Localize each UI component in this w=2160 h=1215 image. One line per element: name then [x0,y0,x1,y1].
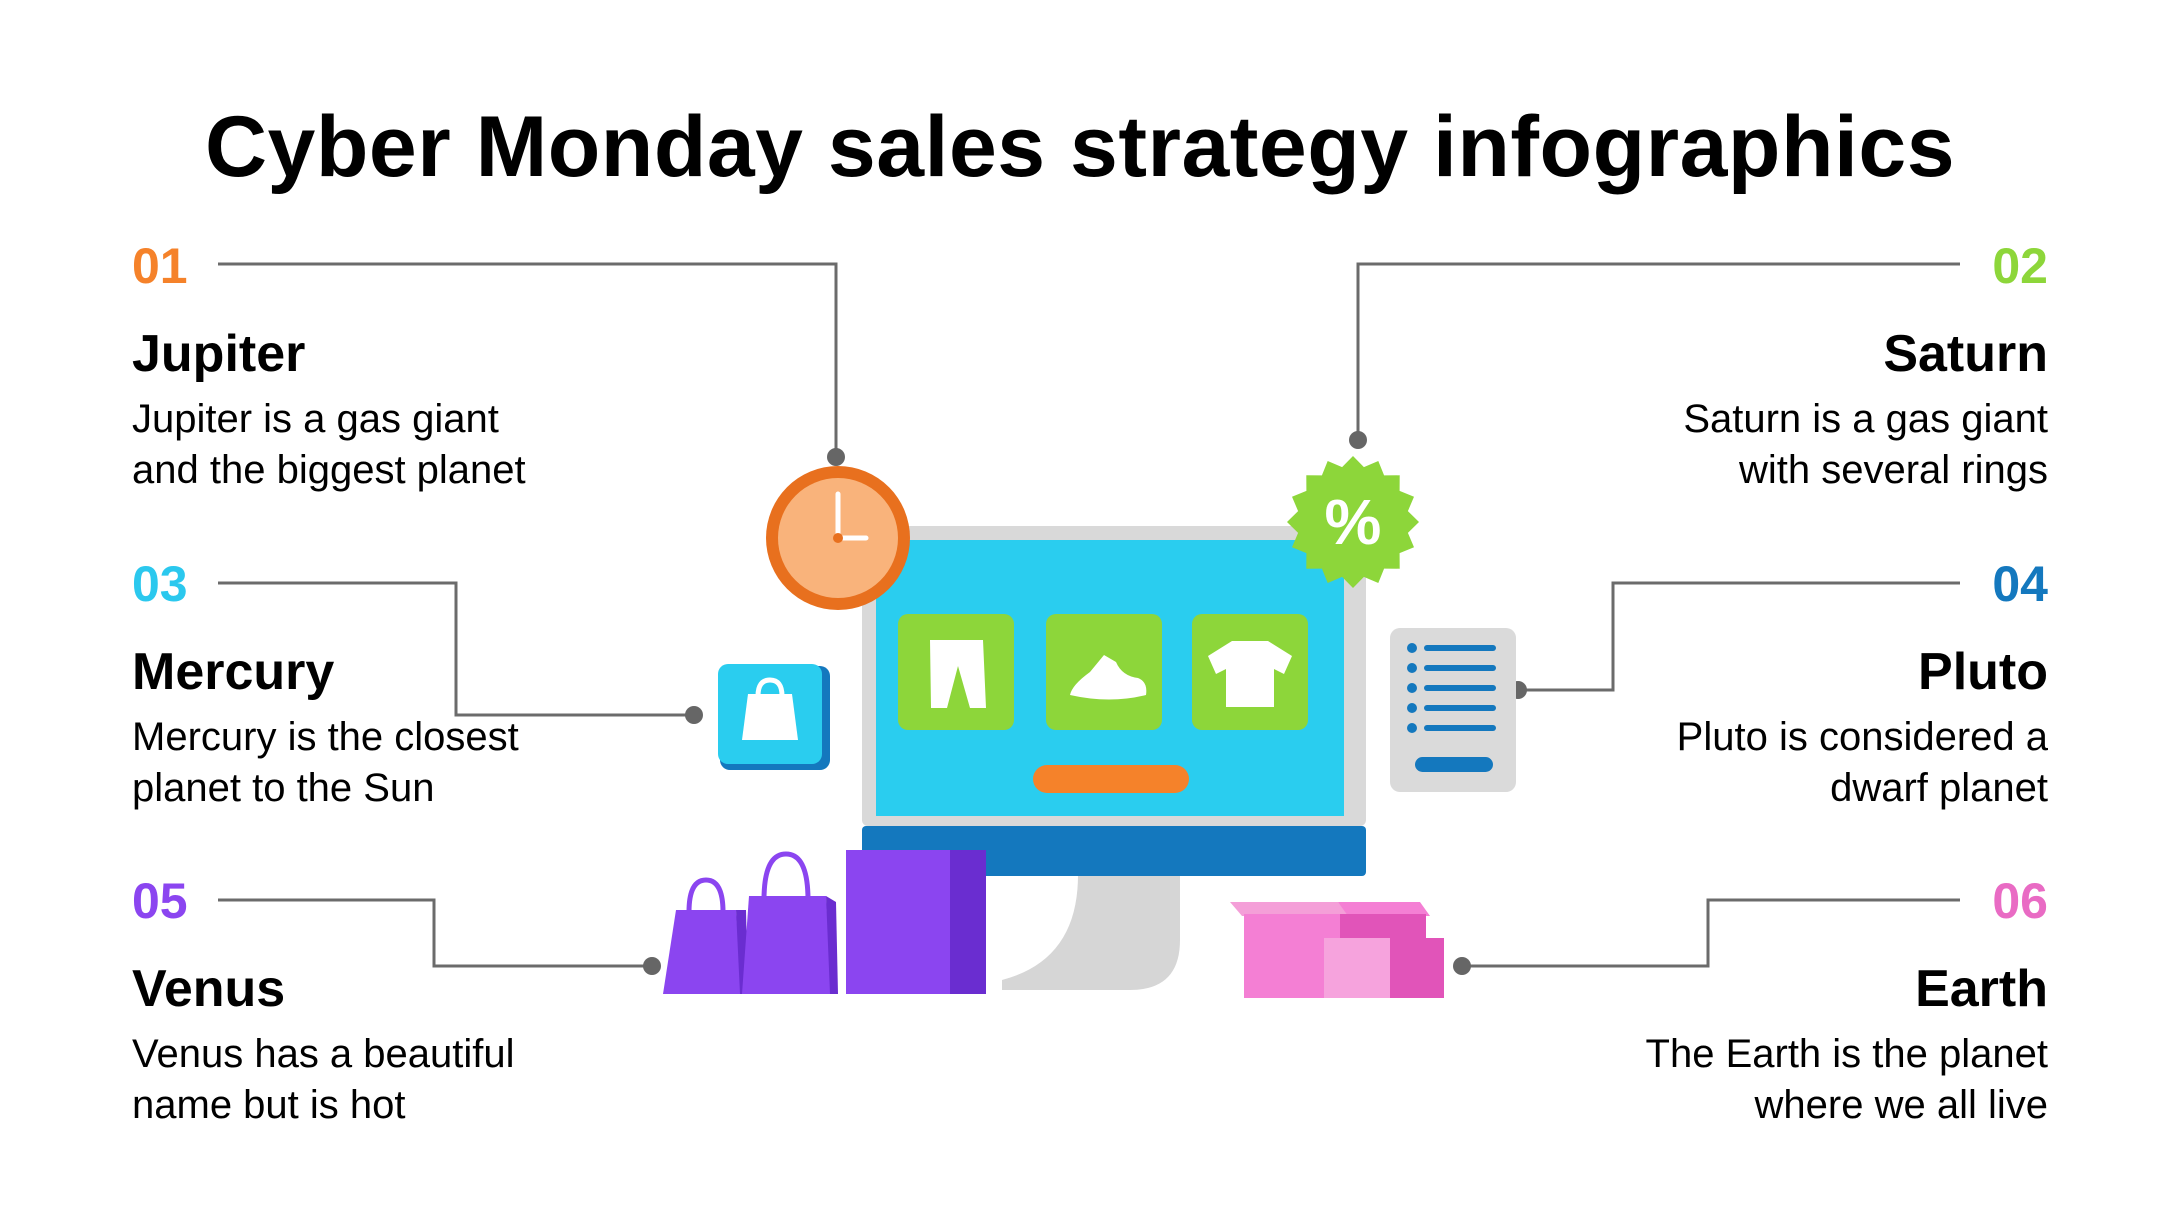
item-number: 01 [132,238,188,294]
item-heading: Mercury [132,643,335,701]
connector-lines [218,262,1960,968]
item-description: Jupiter is a gas giant and the biggest p… [132,394,652,496]
buy-button-shape [1033,765,1189,793]
shopping-bag-icon [718,664,830,770]
item-description: Mercury is the closest planet to the Sun [132,712,652,814]
item-saturn: 02 Saturn Saturn is a gas giant with sev… [1528,236,2048,496]
item-earth: 06 Earth The Earth is the planet where w… [1528,871,2048,1131]
monitor-base-bar [862,826,1366,876]
item-heading: Pluto [1918,643,2048,701]
connector-dot [685,706,703,724]
page-title: Cyber Monday sales strategy infographics [204,99,1956,195]
item-description-line: Jupiter is a gas giant [132,397,499,441]
shoe-icon [1070,655,1147,700]
connector-dot [1453,957,1471,975]
item-description: Pluto is considered a dwarf planet [1528,712,2048,814]
item-heading: Saturn [1883,325,2048,383]
item-number: 03 [132,556,188,612]
item-venus: 05 Venus Venus has a beautiful name but … [132,871,652,1131]
item-number: 04 [1992,556,2048,612]
pants-icon [930,640,986,708]
monitor-icon [862,526,1366,990]
item-description: The Earth is the planet where we all liv… [1528,1029,2048,1131]
item-description-line: planet to the Sun [132,766,435,810]
connector-dot [643,957,661,975]
connector-line-01 [218,262,838,457]
connector-dots [643,431,1527,975]
item-heading: Jupiter [132,325,306,383]
item-description-line: Saturn is a gas giant [1683,397,2048,441]
item-number: 06 [1992,873,2048,929]
percent-symbol: % [1325,486,1382,558]
item-description-line: Mercury is the closest [132,715,519,759]
item-description-line: Pluto is considered a [1676,715,2048,759]
shopping-bags-icon [663,850,986,994]
item-description-line: Venus has a beautiful [132,1032,515,1076]
connector-line-06 [1462,898,1960,968]
item-description-line: The Earth is the planet [1645,1032,2048,1076]
item-description: Saturn is a gas giant with several rings [1528,394,2048,496]
connector-dot [827,448,845,466]
item-description-line: with several rings [1738,448,2048,492]
receipt-icon [1390,628,1516,792]
monitor-stand [1002,875,1180,990]
connector-dot [1349,431,1367,449]
item-number: 02 [1992,238,2048,294]
shirt-icon [1208,641,1292,707]
connector-line-04 [1518,581,1960,692]
item-description-line: where we all live [1754,1083,2048,1127]
connector-line-03 [218,581,694,717]
item-jupiter: 01 Jupiter Jupiter is a gas giant and th… [132,236,652,496]
connector-line-05 [218,898,652,968]
item-mercury: 03 Mercury Mercury is the closest planet… [132,554,652,814]
item-number: 05 [132,873,188,929]
clock-icon [766,466,910,610]
connector-line-02 [1356,262,1960,440]
item-heading: Venus [132,960,286,1018]
item-description: Venus has a beautiful name but is hot [132,1029,652,1131]
boxes-icon [1230,902,1444,998]
item-description-line: name but is hot [132,1083,406,1127]
item-pluto: 04 Pluto Pluto is considered a dwarf pla… [1528,554,2048,814]
item-heading: Earth [1915,960,2048,1018]
item-description-line: dwarf planet [1830,766,2048,810]
item-description-line: and the biggest planet [132,448,526,492]
percent-badge-icon: % [1287,456,1419,588]
